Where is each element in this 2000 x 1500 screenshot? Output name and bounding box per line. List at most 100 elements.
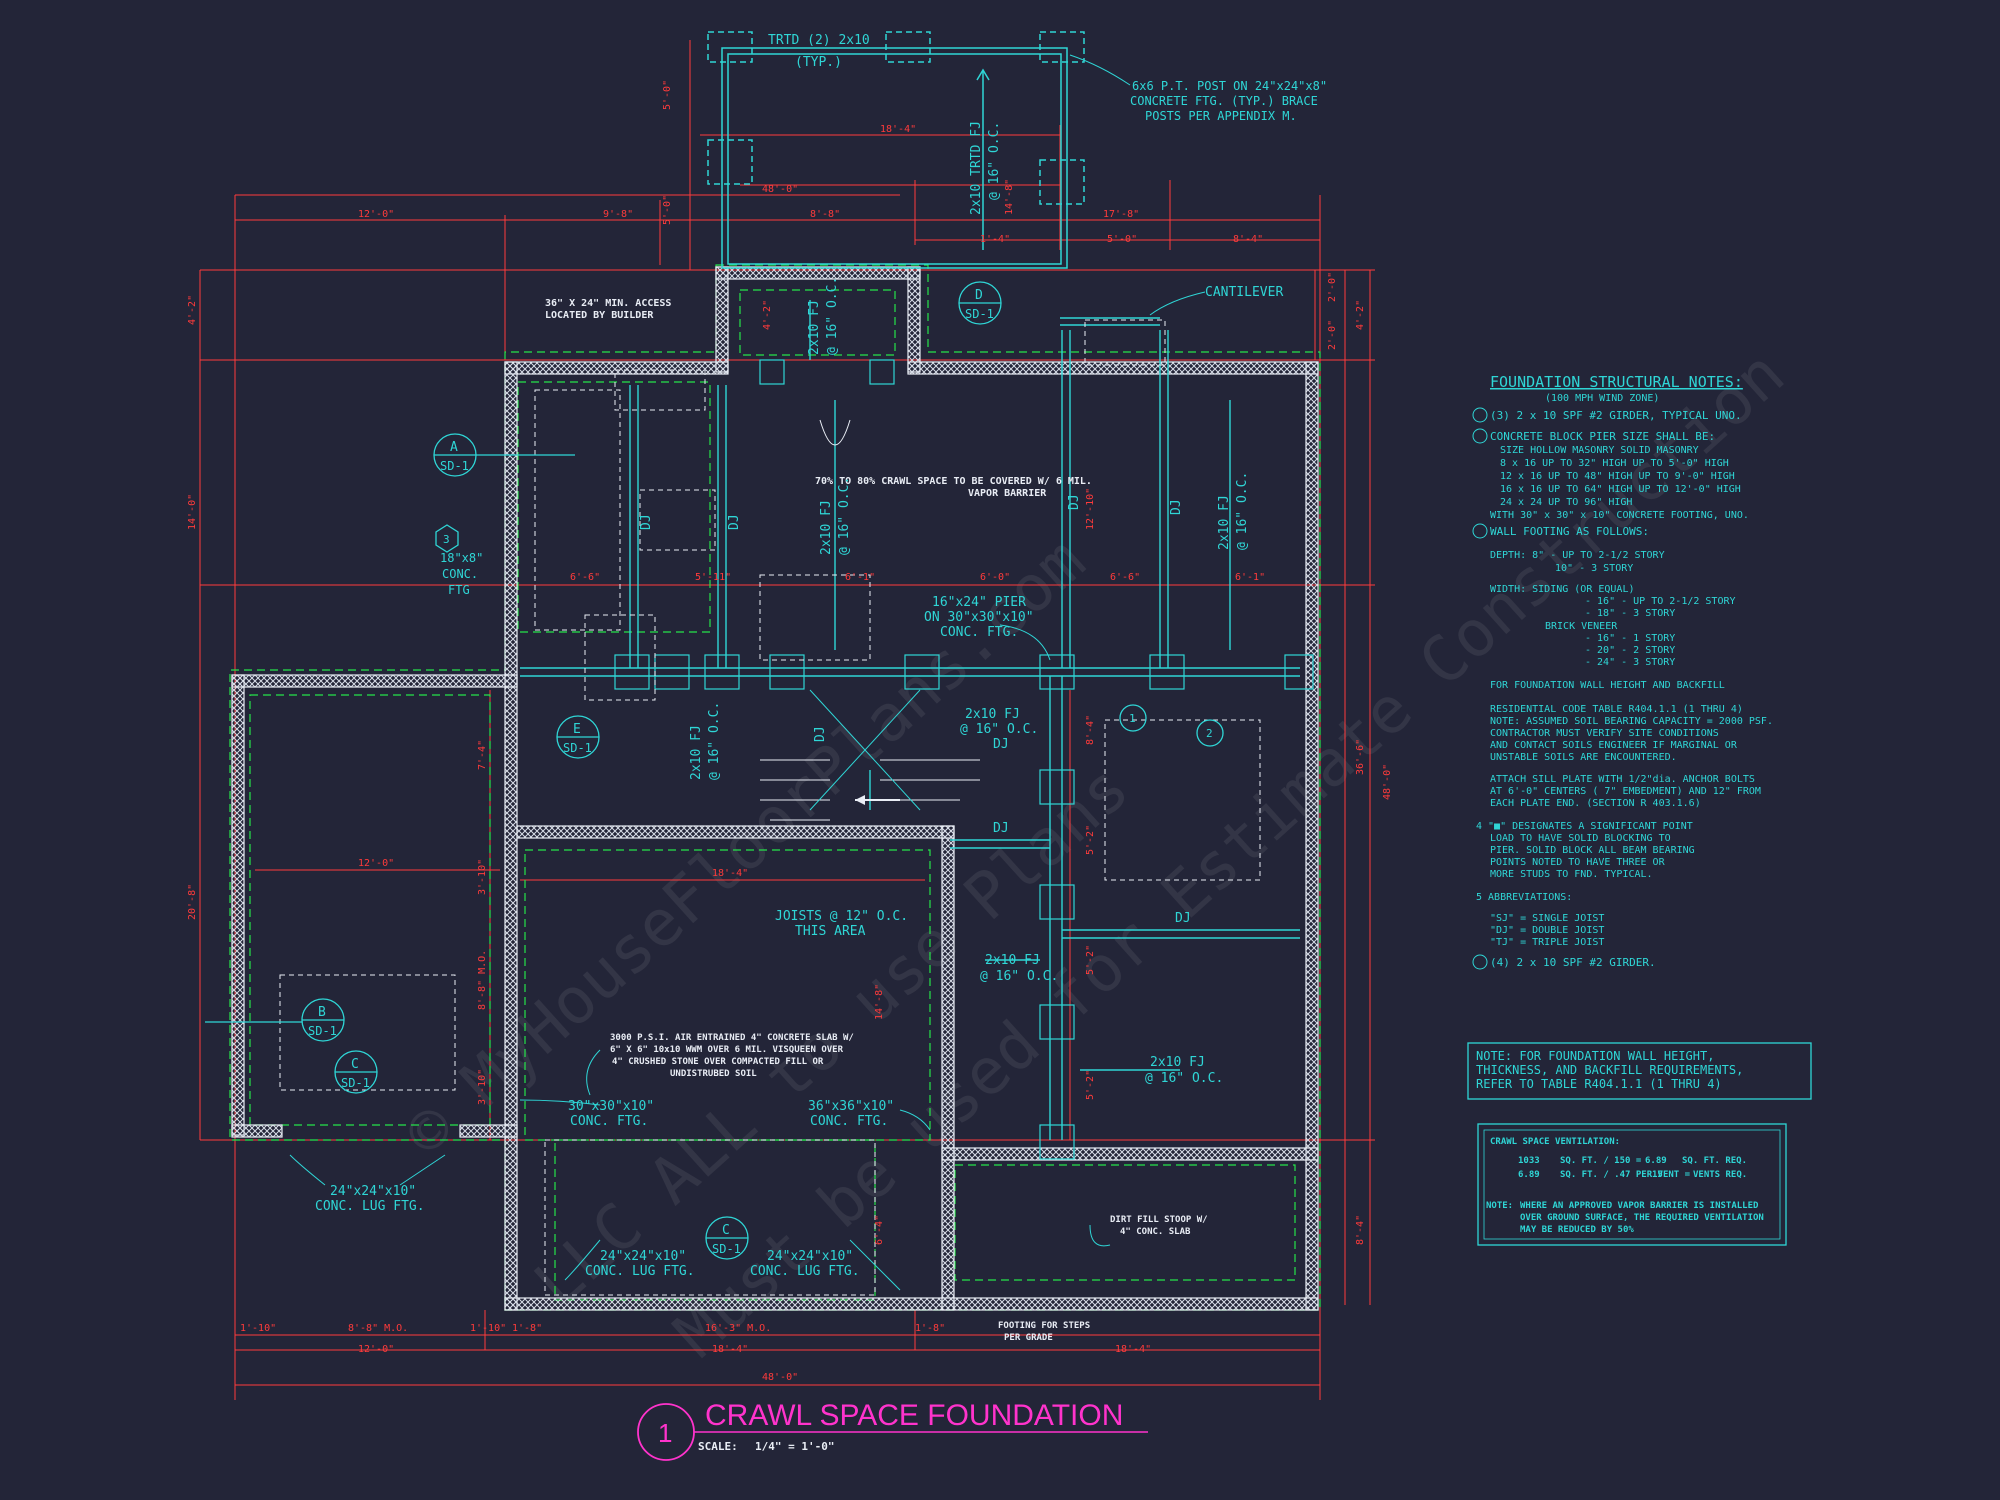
tag-1: 1 (1129, 712, 1136, 725)
note-box-line: REFER TO TABLE R404.1.1 (1 THRU 4) (1476, 1077, 1722, 1091)
dim-7-4-vert: 7'-4" (477, 740, 488, 770)
notes-line: "SJ" = SINGLE JOIST (1490, 913, 1604, 924)
dim-2-0-vert: 2'-0" (1327, 272, 1338, 302)
ventilation-note: MAY BE REDUCED BY 50% (1520, 1225, 1634, 1235)
stair-arrow-icon (855, 795, 900, 805)
notes-line: BRICK VENEER (1545, 621, 1618, 632)
foundation-walls (231, 266, 1319, 1311)
callout-sd: SD-1 (341, 1076, 370, 1090)
vapor-note: VAPOR BARRIER (968, 488, 1047, 499)
dim-5-0-vert: 5'-0" (662, 80, 673, 110)
dim-5-2-vert: 5'-2" (1085, 945, 1096, 975)
dj-label: DJ (1067, 494, 1082, 510)
notes-line: SIZE HOLLOW MASONRY SOLID MASONRY (1500, 445, 1699, 456)
pier-note: 16"x24" PIER (932, 595, 1026, 610)
scale-value: 1/4" = 1'-0" (755, 1440, 834, 1453)
notes-line: RESIDENTIAL CODE TABLE R404.1.1 (1 THRU … (1490, 704, 1743, 715)
dim-12-0: 12'-0" (358, 858, 394, 869)
notes-line: - 16" - UP TO 2-1/2 STORY (1585, 596, 1736, 607)
typ-label: (TYP.) (795, 55, 842, 70)
dim-18-4: 18'-4" (712, 1344, 748, 1355)
scale-label: SCALE: (698, 1440, 738, 1453)
dim-4-2-vert: 4'-2" (1355, 300, 1366, 330)
notes-heading: FOUNDATION STRUCTURAL NOTES: (1490, 373, 1743, 391)
stoop-note: 4" CONC. SLAB (1120, 1227, 1191, 1237)
trtd-label: TRTD (2) 2x10 (768, 33, 870, 48)
notes-line: PIER. SOLID BLOCK ALL BEAM BEARING (1490, 845, 1695, 856)
notes-line: 10" - 3 STORY (1555, 563, 1633, 574)
notes-line: 16 x 16 UP TO 64" HIGH UP TO 12'-0" HIGH (1500, 484, 1741, 495)
notes-subheading: (100 MPH WIND ZONE) (1545, 393, 1659, 404)
tag-2: 2 (1206, 727, 1213, 740)
ventilation-value: 1033 (1518, 1156, 1540, 1166)
notes-line: "DJ" = DOUBLE JOIST (1490, 925, 1604, 936)
dim-8-8: 8'-8" (810, 209, 840, 220)
dim-3-10-vert: 3'-10" (477, 1069, 488, 1105)
dim-4-2-vert: 4'-2" (762, 300, 773, 330)
dj-label: DJ (727, 514, 742, 530)
notes-line: CONTRACTOR MUST VERIFY SITE CONDITIONS (1490, 728, 1719, 739)
dim-5-2-vert: 5'-2" (1085, 1070, 1096, 1100)
drawing-number: 1 (658, 1418, 672, 1448)
access-note: LOCATED BY BUILDER (545, 310, 654, 321)
notes-line: DEPTH: 8" - UP TO 2-1/2 STORY (1490, 550, 1665, 561)
dim-14-8-vert: 14'-8" (1004, 179, 1015, 215)
notes-line: WALL FOOTING AS FOLLOWS: (1490, 525, 1649, 538)
dim-16-3-mo: 16'-3" M.O. (705, 1323, 771, 1334)
callout-sd: SD-1 (712, 1242, 741, 1256)
title-block: 1 CRAWL SPACE FOUNDATION SCALE: 1/4" = 1… (637, 1399, 1148, 1461)
dim-6-6: 6'-6" (570, 572, 600, 583)
fj-spacing: @ 16" O.C. (707, 702, 722, 780)
steps-note: PER GRADE (1004, 1333, 1053, 1343)
lug-footing-note: 24"x24"x10" (767, 1249, 853, 1264)
dim-5-11: 5'-11" (695, 572, 731, 583)
footing-36-note: 36"x36"x10" (808, 1099, 894, 1114)
stoop-note: DIRT FILL STOOP W/ (1110, 1215, 1208, 1225)
notes-line: EACH PLATE END. (SECTION R 403.1.6) (1490, 798, 1701, 809)
ventilation-value: 6.89 (1518, 1170, 1540, 1180)
drawing-title: CRAWL SPACE FOUNDATION (705, 1399, 1123, 1432)
dim-18-4: 18'-4" (712, 868, 748, 879)
lug-footing-note: 24"x24"x10" (330, 1184, 416, 1199)
notes-line: - 18" - 3 STORY (1585, 608, 1675, 619)
dim-48-0: 48'-0" (762, 184, 798, 195)
notes-line: (3) 2 x 10 SPF #2 GIRDER, TYPICAL UNO. (1490, 409, 1742, 422)
dim-6-1: 6'-1" (1235, 572, 1265, 583)
dim-17-8: 17'-8" (1103, 209, 1139, 220)
dj-label: DJ (1175, 911, 1191, 926)
dj-label: DJ (993, 737, 1009, 752)
fj-label: 2x10 FJ (1217, 495, 1232, 550)
dim-5-2-vert: 5'-2" (1085, 825, 1096, 855)
dim-6-1: 6'-1" (845, 572, 875, 583)
drawing-annotations: TRTD (2) 2x10 (TYP.) 6x6 P.T. POST ON 24… (315, 33, 1327, 1343)
section-callouts (205, 281, 1224, 1260)
callout-b: B (318, 1005, 326, 1020)
conc-ftg-note: 18"x8" (440, 551, 483, 565)
notes-line: ATTACH SILL PLATE WITH 1/2"dia. ANCHOR B… (1490, 774, 1755, 785)
notes-line: WIDTH: SIDING (OR EQUAL) (1490, 584, 1635, 595)
callout-c2: C (722, 1223, 730, 1238)
notes-line: 12 x 16 UP TO 48" HIGH UP TO 9'-0" HIGH (1500, 471, 1735, 482)
fj-label: 2x10 FJ (819, 500, 834, 555)
dim-8-4: 8'-4" (1233, 234, 1263, 245)
steps-note: FOOTING FOR STEPS (998, 1321, 1090, 1331)
dim-18-4: 18'-4" (880, 124, 916, 135)
callout-sd: SD-1 (308, 1024, 337, 1038)
dj-label: DJ (993, 821, 1009, 836)
callout-sd: SD-1 (440, 459, 469, 473)
pier-note: CONC. FTG. (940, 625, 1018, 640)
notes-line: POINTS NOTED TO HAVE THREE OR (1490, 857, 1666, 868)
notes-line: LOAD TO HAVE SOLID BLOCKING TO (1490, 833, 1671, 844)
callout-sd: SD-1 (563, 741, 592, 755)
dim-8-4-vert: 8'-4" (1085, 715, 1096, 745)
notes-line: (4) 2 x 10 SPF #2 GIRDER. (1490, 956, 1656, 969)
stairs (760, 419, 980, 821)
notes-line: UNSTABLE SOILS ARE ENCOUNTERED. (1490, 752, 1677, 763)
lug-footing-note: CONC. LUG FTG. (750, 1264, 860, 1279)
dimension-labels: 12'-0" 9'-8" 8'-8" 17'-8" 18'-4" 48'-0" … (187, 80, 1393, 1383)
dim-8-4-vert: 8'-4" (1355, 1215, 1366, 1245)
note-box-line: NOTE: FOR FOUNDATION WALL HEIGHT, (1476, 1049, 1714, 1063)
dim-1-10: 1'-10" (240, 1323, 276, 1334)
dim-1-8: 1'-8" (512, 1323, 542, 1334)
